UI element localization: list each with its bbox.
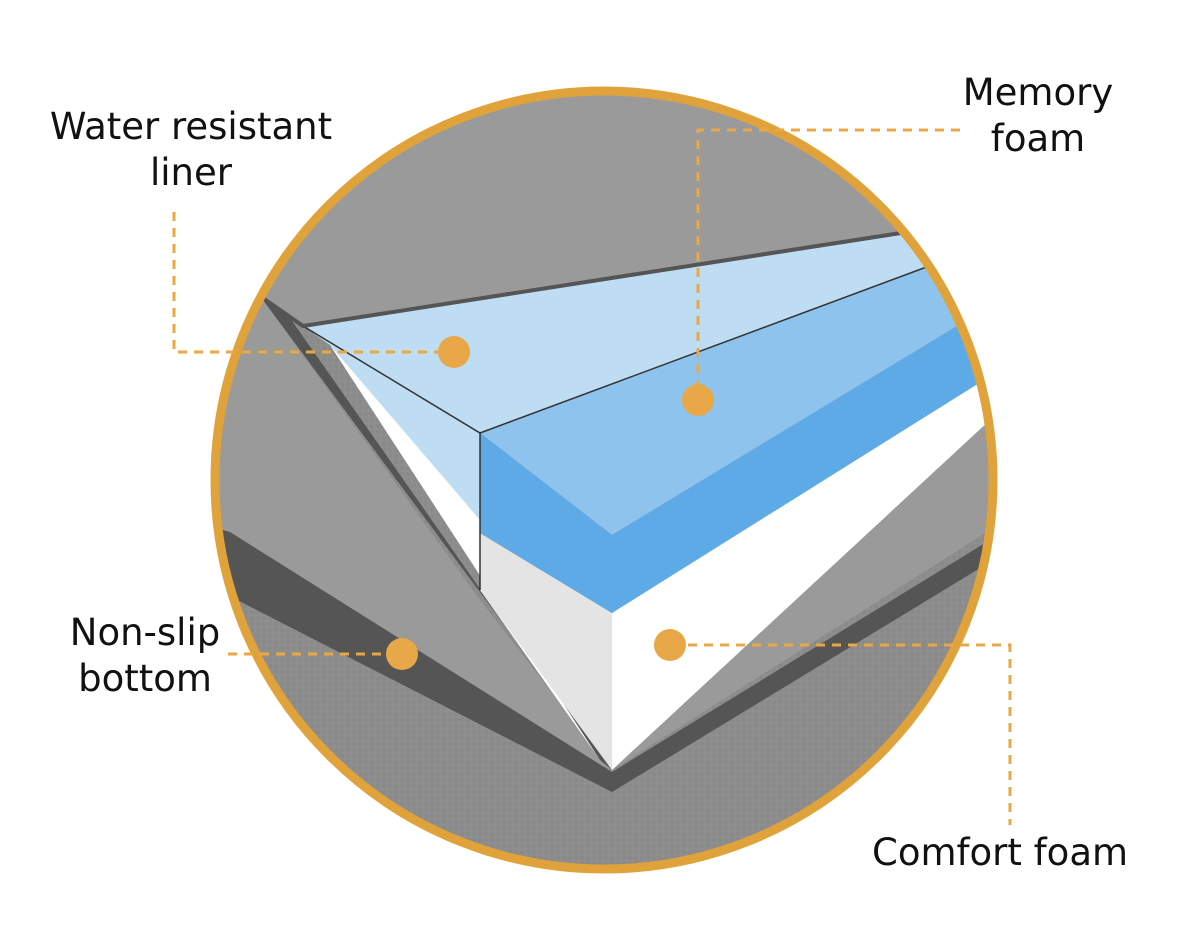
- marker-non-slip-bottom: [386, 638, 418, 670]
- label-non-slip-bottom-line1: Non-slip: [69, 611, 221, 654]
- memory-foam-front-face: [480, 433, 612, 613]
- label-comfort-foam: Comfort foam: [872, 830, 1128, 876]
- label-non-slip-bottom: Non-slip bottom: [62, 610, 228, 702]
- cover-left-flap: [215, 296, 612, 770]
- marker-memory-foam: [682, 384, 714, 416]
- label-memory-foam-line1: Memory: [962, 71, 1114, 114]
- label-comfort-foam-line1: Comfort foam: [872, 831, 1129, 874]
- leader-water-resistant-liner: [172, 212, 452, 354]
- comfort-foam-right-face: [612, 360, 990, 770]
- memory-foam-right-face: [612, 300, 993, 613]
- liner-top: [303, 232, 940, 433]
- leader-lines: [172, 128, 1012, 825]
- label-non-slip-bottom-line2: bottom: [78, 657, 212, 700]
- liner-left-face: [303, 326, 480, 520]
- comfort-foam-front-face: [480, 533, 612, 770]
- label-water-resistant-liner: Water resistant liner: [48, 104, 334, 196]
- label-water-resistant-liner-line2: liner: [150, 151, 232, 194]
- leader-comfort-foam: [672, 643, 1012, 825]
- non-slip-edge: [215, 500, 612, 792]
- label-water-resistant-liner-line1: Water resistant: [49, 105, 333, 148]
- label-memory-foam-line2: foam: [990, 117, 1086, 160]
- leader-memory-foam: [696, 128, 960, 398]
- cover-top-line: [258, 228, 921, 329]
- marker-water-resistant-liner: [438, 336, 470, 368]
- callout-ring: [210, 86, 998, 874]
- memory-foam-top: [480, 262, 993, 535]
- marker-comfort-foam: [654, 629, 686, 661]
- label-memory-foam: Memory foam: [952, 70, 1124, 162]
